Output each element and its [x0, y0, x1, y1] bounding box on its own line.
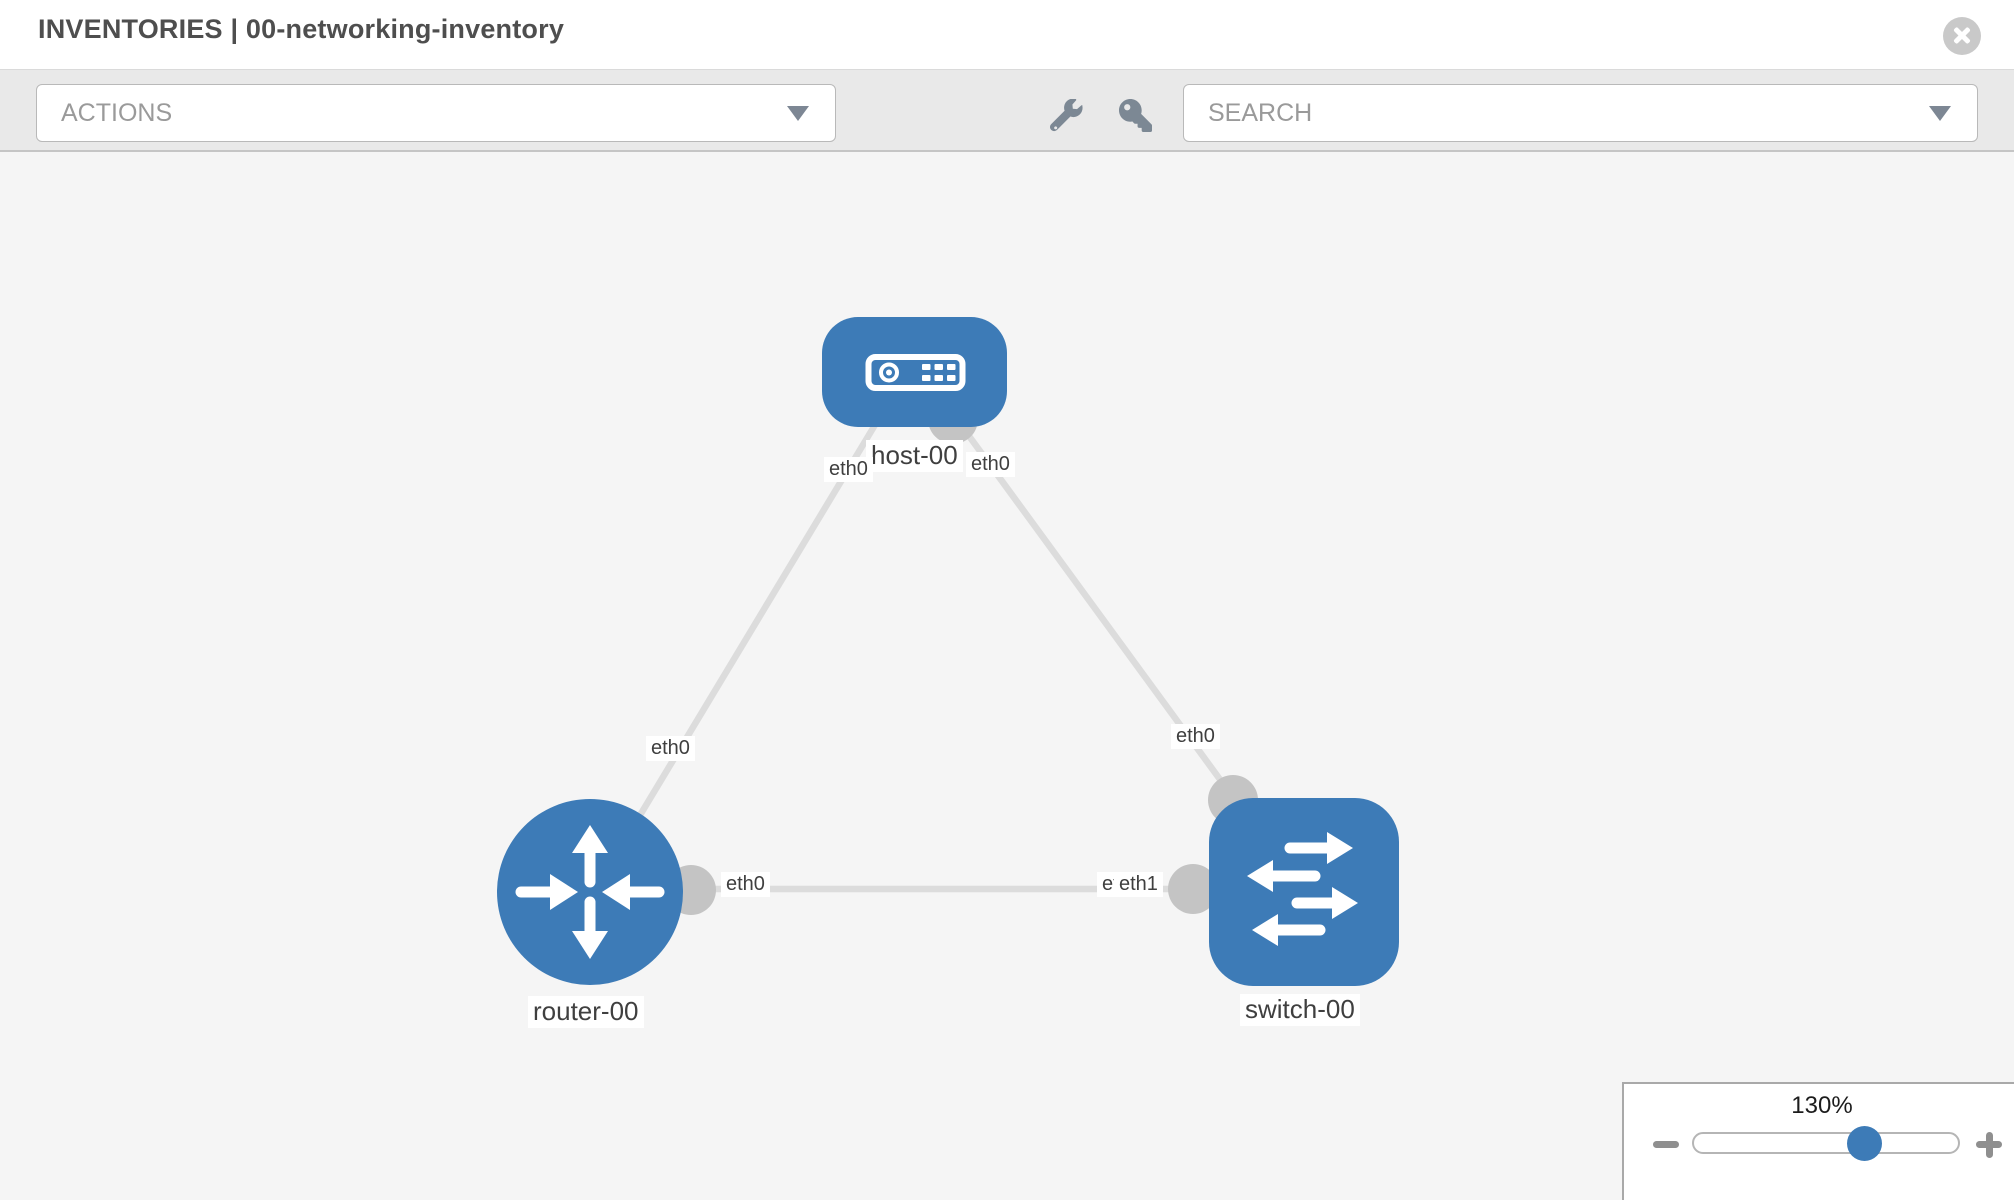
- zoom-out-button[interactable]: [1644, 1123, 1688, 1167]
- close-button[interactable]: [1943, 17, 1981, 55]
- node-label-router: router-00: [528, 996, 644, 1028]
- caret-down-icon: [787, 106, 809, 121]
- zoom-panel: 130%: [1622, 1082, 2014, 1200]
- interface-label-switch-top-eth0: eth0: [1171, 724, 1220, 749]
- topology-canvas[interactable]: [0, 152, 2014, 1200]
- zoom-level-value: 130%: [1791, 1092, 1853, 1119]
- node-switch-00[interactable]: [1209, 798, 1399, 986]
- key-icon: [1118, 98, 1152, 132]
- configure-button[interactable]: [1046, 95, 1086, 135]
- switch-icon: [1247, 832, 1358, 946]
- node-label-switch: switch-00: [1240, 994, 1360, 1026]
- zoom-slider-track[interactable]: [1692, 1132, 1960, 1154]
- router-icon: [515, 825, 665, 959]
- node-label-host: host-00: [866, 440, 963, 472]
- wrench-icon: [1049, 98, 1083, 131]
- node-host-00[interactable]: [822, 317, 1007, 427]
- interface-label-host-eth0-left: eth0: [824, 457, 873, 482]
- minus-icon: [1653, 1141, 1679, 1148]
- caret-down-icon: [1929, 106, 1951, 121]
- header: INVENTORIES | 00-networking-inventory: [0, 0, 2014, 69]
- zoom-in-button[interactable]: [1967, 1123, 2011, 1167]
- interface-label-router-eth0: eth0: [721, 872, 770, 897]
- interface-label-switch-eth1: eth1: [1114, 872, 1163, 897]
- zoom-slider-knob[interactable]: [1847, 1126, 1882, 1161]
- interface-label-host-eth0-right: eth0: [966, 452, 1015, 477]
- node-router-00[interactable]: [497, 799, 683, 985]
- actions-dropdown[interactable]: ACTIONS: [36, 84, 836, 142]
- search-input[interactable]: [1184, 97, 1900, 129]
- search-dropdown[interactable]: [1183, 84, 1978, 142]
- plus-icon: [1985, 1131, 1993, 1158]
- credentials-button[interactable]: [1115, 95, 1155, 135]
- page-title: INVENTORIES | 00-networking-inventory: [38, 14, 565, 44]
- actions-dropdown-label: ACTIONS: [61, 98, 173, 127]
- interface-label-router-link-eth0: eth0: [646, 736, 695, 761]
- server-icon: [865, 354, 966, 391]
